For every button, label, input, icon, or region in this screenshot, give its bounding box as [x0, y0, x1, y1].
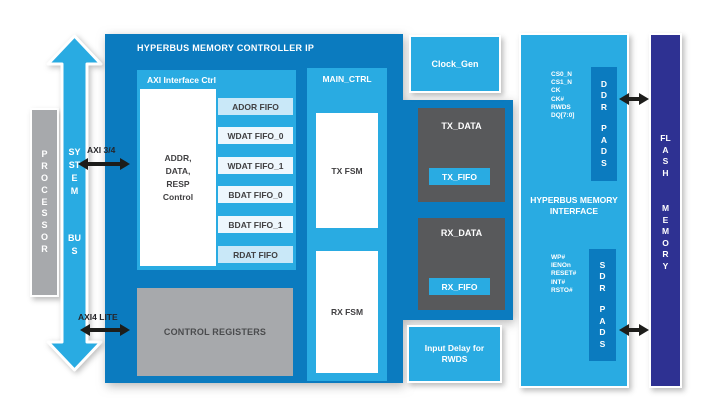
hyperbus-memory-interface-title: HYPERBUS MEMORY INTERFACE: [530, 195, 618, 216]
flash-memory-label-memory: MEMORY: [661, 203, 670, 271]
signal-cs1n: CS1_N: [551, 79, 572, 87]
processor-block: PROCESSOR: [30, 108, 59, 297]
input-delay-rwds-block: Input Delay for RWDS: [407, 325, 502, 383]
sdr-pads-block: SDR PADS: [589, 249, 616, 361]
signal-cs0n: CS0_N: [551, 71, 572, 78]
rx-fsm-block: RX FSM: [316, 251, 378, 373]
signal-ckn: CK#: [551, 95, 565, 103]
processor-label: PROCESSOR: [40, 149, 48, 254]
ddr-signal-list: CS0_N CS1_N CK CK# RWDS DQ[7:0]: [551, 71, 589, 120]
axi4lite-arrow: [80, 324, 130, 336]
system-bus-label-system: SYSTEM: [68, 147, 81, 196]
bdat-fifo-1: BDAT FIFO_1: [218, 216, 293, 233]
signal-reset: RESET#: [551, 270, 577, 278]
system-bus-arrow: [46, 34, 103, 372]
ddr-pads-label-ddr: DDR: [600, 78, 608, 112]
flash-memory-block: FLASH MEMORY: [649, 33, 682, 388]
control-registers-block: CONTROL REGISTERS: [137, 288, 293, 376]
signal-rsto: RSTO#: [551, 286, 573, 294]
tx-data-block: TX_DATA: [418, 108, 505, 202]
rdat-fifo: RDAT FIFO: [218, 246, 293, 263]
system-bus-label-bus: BUS: [68, 233, 81, 256]
rx-data-title: RX_DATA: [440, 228, 483, 238]
signal-ienon: IENOn: [551, 262, 571, 270]
tx-data-title: TX_DATA: [441, 121, 482, 131]
ddr-flash-arrow: [619, 93, 649, 105]
axi4lite-label: AXI4 LITE: [78, 312, 118, 322]
flash-memory-label-flash: FLASH: [660, 133, 671, 178]
tx-fsm-block: TX FSM: [316, 113, 378, 228]
ddr-pads-block: DDR PADS: [591, 67, 617, 181]
sdr-flash-arrow: [619, 324, 649, 336]
controller-title: HYPERBUS MEMORY CONTROLLER IP: [137, 43, 315, 53]
axi-interface-ctrl-title: AXI Interface Ctrl: [147, 75, 216, 85]
signal-rwds: RWDS: [551, 103, 571, 111]
rx-fifo: RX_FIFO: [429, 278, 490, 295]
signal-int: INT#: [551, 278, 566, 286]
sdr-pads-label-sdr: SDR: [599, 259, 606, 293]
main-ctrl-title: MAIN_CTRL: [322, 74, 372, 84]
rx-data-block: RX_DATA: [418, 218, 505, 310]
axi34-arrow: [78, 158, 130, 170]
signal-dq: DQ[7:0]: [551, 112, 575, 120]
sdr-signal-list: WP# IENOn RESET# INT# RSTO#: [551, 254, 589, 295]
clock-gen-block: Clock_Gen: [409, 35, 501, 93]
tx-fifo: TX_FIFO: [429, 168, 490, 185]
ddr-pads-label-pads: PADS: [600, 123, 608, 168]
bdat-fifo-0: BDAT FIFO_0: [218, 186, 293, 203]
wdat-fifo-0: WDAT FIFO_0: [218, 127, 293, 144]
wdat-fifo-1: WDAT FIFO_1: [218, 157, 293, 174]
ador-fifo: ADOR FIFO: [218, 98, 293, 115]
addr-data-resp-control-block: ADDR, DATA, RESP Control: [140, 89, 216, 266]
signal-wp: WP#: [551, 254, 566, 261]
signal-ck: CK: [551, 87, 561, 95]
axi34-label: AXI 3/4: [87, 145, 116, 155]
hyperbus-memory-interface-block: HYPERBUS MEMORY INTERFACE CS0_N CS1_N CK…: [519, 33, 629, 388]
sdr-pads-label-pads: PADS: [599, 304, 606, 349]
